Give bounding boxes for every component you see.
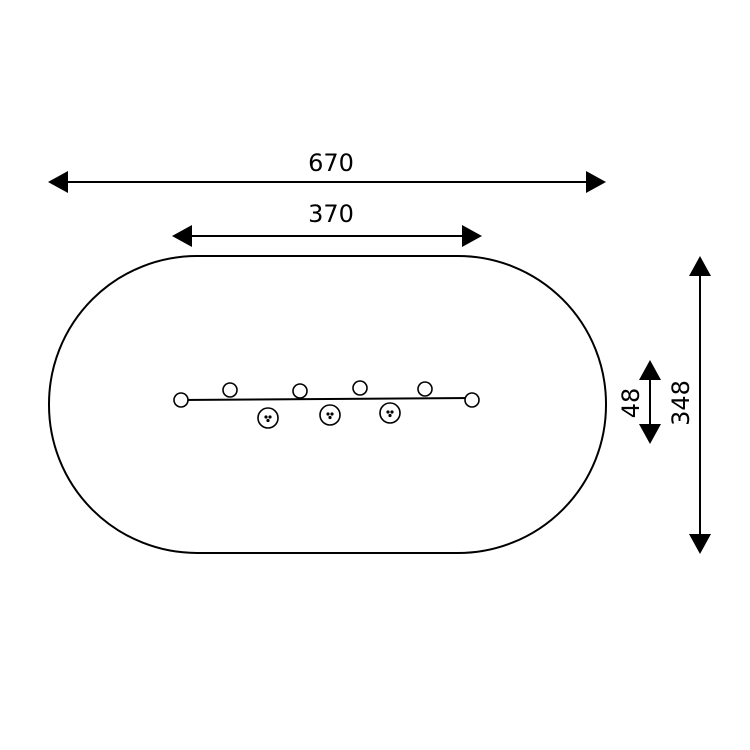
label-overall-height: 348 xyxy=(667,380,695,426)
socket-outlet-icon xyxy=(379,402,401,424)
center-fitting-assembly xyxy=(173,380,480,429)
center-bar xyxy=(179,397,473,401)
arrow-up-icon xyxy=(689,256,711,276)
label-overall-width: 670 xyxy=(308,149,354,177)
arrow-down-icon xyxy=(689,534,711,554)
dimension-inner-width: 370 xyxy=(172,200,482,247)
upper-knob-icon xyxy=(222,382,238,398)
end-knob-left-icon xyxy=(173,392,189,408)
arrow-up-icon xyxy=(639,360,661,380)
upper-knob-icon xyxy=(352,380,368,396)
arrow-left-icon xyxy=(48,171,68,193)
end-knob-right-icon xyxy=(464,392,480,408)
dimension-small-height: 48 xyxy=(617,360,661,444)
arrow-left-icon xyxy=(172,225,192,247)
dimension-overall-width: 670 xyxy=(48,149,606,193)
upper-knob-icon xyxy=(292,383,308,399)
socket-outlet-icon xyxy=(319,404,341,426)
label-small-height: 48 xyxy=(617,388,645,419)
arrow-down-icon xyxy=(639,424,661,444)
dimension-overall-height: 348 xyxy=(667,256,711,554)
socket-outlet-icon xyxy=(257,407,279,429)
table-top-outline xyxy=(48,255,607,554)
upper-knob-icon xyxy=(417,381,433,397)
arrow-right-icon xyxy=(586,171,606,193)
arrow-right-icon xyxy=(462,225,482,247)
label-inner-width: 370 xyxy=(308,200,354,228)
